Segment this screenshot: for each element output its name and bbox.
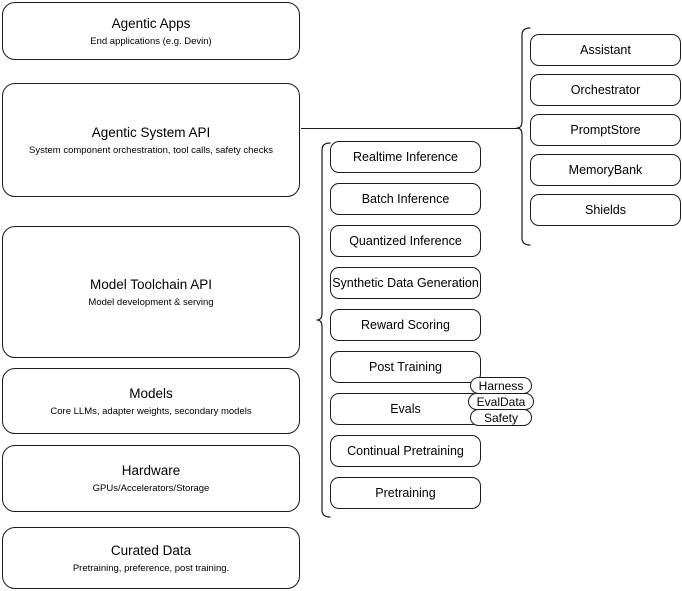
- component-label: Shields: [585, 202, 626, 217]
- connector-agentic-system-to-components: [301, 128, 520, 130]
- component-batch-inference[interactable]: Batch Inference: [330, 183, 481, 215]
- component-shields[interactable]: Shields: [530, 194, 681, 226]
- layer-model-toolchain-api[interactable]: Model Toolchain API Model development & …: [2, 226, 300, 358]
- component-label: Realtime Inference: [353, 149, 458, 164]
- component-promptstore[interactable]: PromptStore: [530, 114, 681, 146]
- layer-hardware[interactable]: Hardware GPUs/Accelerators/Storage: [2, 445, 300, 512]
- eval-capsule-harness[interactable]: Harness: [470, 377, 532, 394]
- layer-subtitle: System component orchestration, tool cal…: [29, 144, 273, 156]
- component-label: Assistant: [580, 42, 631, 57]
- layer-models[interactable]: Models Core LLMs, adapter weights, secon…: [2, 368, 300, 434]
- component-label: Quantized Inference: [349, 233, 462, 248]
- component-label: Post Training: [369, 359, 442, 374]
- layer-title: Models: [129, 385, 173, 401]
- eval-capsule-safety[interactable]: Safety: [470, 409, 532, 426]
- brace-path: [316, 142, 331, 518]
- component-label: Batch Inference: [361, 191, 450, 206]
- component-pretraining[interactable]: Pretraining: [330, 477, 481, 509]
- layer-title: Hardware: [121, 463, 181, 478]
- component-assistant[interactable]: Assistant: [530, 34, 681, 66]
- layer-agentic-system-api[interactable]: Agentic System API System component orch…: [2, 83, 300, 197]
- component-realtime-inference[interactable]: Realtime Inference: [330, 141, 481, 173]
- eval-capsule-evaldata[interactable]: EvalData: [468, 393, 534, 410]
- component-post-training[interactable]: Post Training: [330, 351, 481, 383]
- layer-subtitle: Core LLMs, adapter weights, secondary mo…: [50, 405, 252, 417]
- component-label: Reward Scoring: [361, 317, 450, 332]
- component-label: Pretraining: [375, 485, 436, 500]
- layer-subtitle: Model development & serving: [88, 296, 214, 308]
- layer-subtitle: GPUs/Accelerators/Storage: [92, 483, 210, 494]
- layer-title: Agentic System API: [91, 124, 211, 140]
- component-label: Synthetic Data Generation: [332, 275, 479, 290]
- component-synthetic-data-generation[interactable]: Synthetic Data Generation: [330, 267, 481, 299]
- component-label: PromptStore: [570, 122, 641, 137]
- component-evals[interactable]: Evals: [330, 393, 481, 425]
- component-orchestrator[interactable]: Orchestrator: [530, 74, 681, 106]
- component-reward-scoring[interactable]: Reward Scoring: [330, 309, 481, 341]
- component-memorybank[interactable]: MemoryBank: [530, 154, 681, 186]
- layer-title: Curated Data: [110, 542, 192, 558]
- component-label: Orchestrator: [570, 82, 641, 97]
- layer-subtitle: End applications (e.g. Devin): [90, 35, 212, 47]
- component-label: Continual Pretraining: [347, 443, 464, 458]
- brace-toolchain-components: [316, 142, 331, 518]
- brace-path: [516, 27, 531, 246]
- component-label: Evals: [390, 401, 421, 416]
- layer-title: Agentic Apps: [111, 15, 191, 31]
- component-quantized-inference[interactable]: Quantized Inference: [330, 225, 481, 257]
- layer-curated-data[interactable]: Curated Data Pretraining, preference, po…: [2, 527, 300, 589]
- brace-agentic-components: [516, 27, 531, 246]
- component-continual-pretraining[interactable]: Continual Pretraining: [330, 435, 481, 467]
- layer-subtitle: Pretraining, preference, post training.: [72, 562, 230, 574]
- layer-agentic-apps[interactable]: Agentic Apps End applications (e.g. Devi…: [2, 2, 300, 60]
- layer-title: Model Toolchain API: [89, 276, 213, 292]
- component-label: MemoryBank: [568, 162, 643, 177]
